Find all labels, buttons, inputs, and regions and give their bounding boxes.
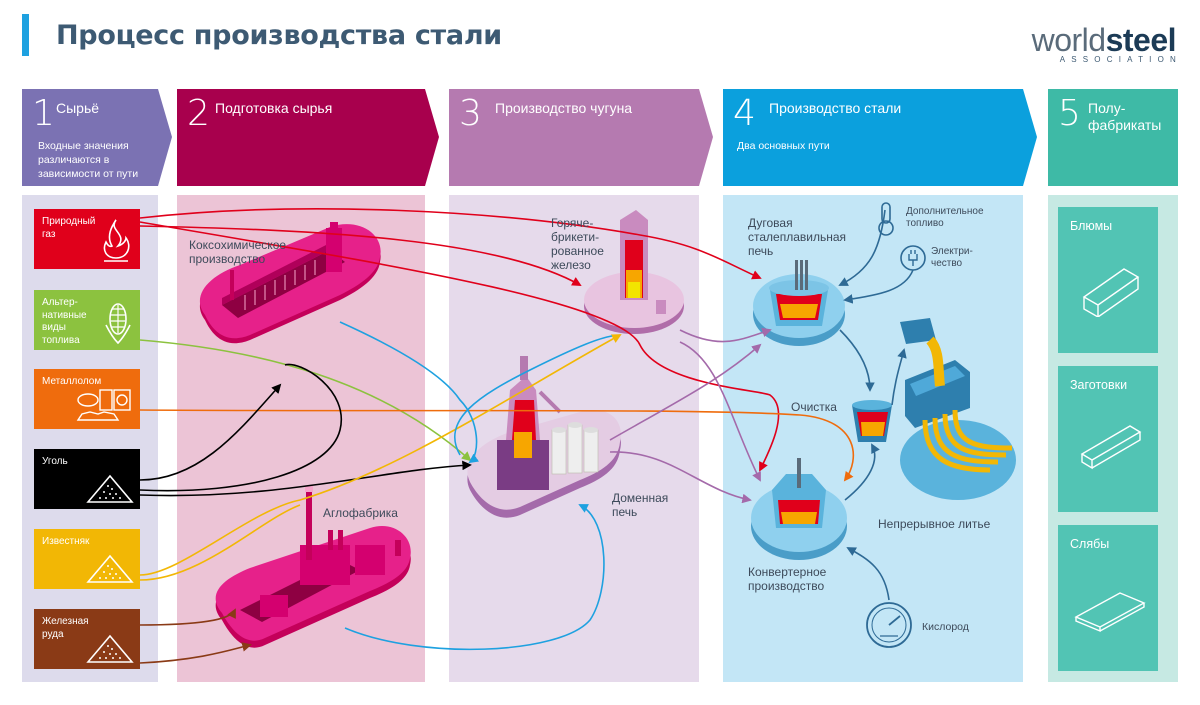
raw-scrap: Металлолом — [34, 369, 140, 429]
stage-label: Производство стали — [769, 100, 902, 116]
raw-label: Железная руда — [42, 616, 89, 640]
raw-label: Металлолом — [42, 376, 102, 387]
bof-illustration — [751, 458, 847, 560]
product-label: Блюмы — [1070, 219, 1113, 233]
stage-number: 2 — [187, 93, 210, 134]
sinter-plant-illustration — [215, 486, 411, 648]
stage-label: Сырьё — [56, 100, 100, 116]
billet-icon — [1080, 425, 1142, 470]
product-blooms: Блюмы — [1058, 207, 1158, 353]
stage-subtitle: Входные значения различаются в зависимос… — [38, 140, 139, 180]
stage-header-1: 1 Сырьё Входные значения различаются в з… — [22, 89, 172, 186]
stage-header-4: 4 Производство стали Два основных пути — [723, 89, 1037, 186]
title-accent-bar — [22, 14, 29, 56]
dri-label: Горяче-брикети-рованное железо — [551, 216, 604, 272]
stage-label: Подготовка сырья — [215, 100, 333, 116]
raw-alt-fuel: Альтер-нативные виды топлива — [34, 290, 140, 350]
raw-label: Уголь — [42, 456, 68, 467]
ore-pile-icon — [86, 634, 134, 663]
refining-label: Очистка — [791, 400, 837, 414]
refining-ladle-illustration — [852, 400, 892, 442]
extra-fuel-label: Дополнительное топливо — [906, 206, 984, 229]
dri-plant-illustration — [584, 210, 684, 334]
blast-furnace-label: Доменная печь — [612, 491, 669, 519]
stage-label: Производство чугуна — [495, 100, 633, 116]
logo-world: world — [1031, 22, 1106, 58]
stage-number: 3 — [459, 93, 482, 134]
bof-label: Конвертерное производство — [748, 565, 827, 593]
electricity-plug-icon — [900, 245, 926, 271]
product-slabs: Слябы — [1058, 525, 1158, 671]
worldsteel-logo: worldsteel ASSOCIATION — [1031, 22, 1177, 64]
extra-fuel-thermometer-icon — [878, 202, 894, 236]
coal-pile-icon — [86, 474, 134, 503]
raw-iron-ore: Железная руда — [34, 609, 140, 669]
casting-label: Непрерывное литье — [878, 517, 991, 531]
sinter-label: Аглофабрика — [323, 506, 398, 520]
corn-icon — [105, 303, 131, 345]
page-title: Процесс производства стали — [56, 20, 502, 51]
continuous-casting-illustration — [900, 318, 1016, 500]
limestone-pile-icon — [86, 554, 134, 583]
eaf-label: Дуговая сталеплавильная печь — [748, 216, 847, 258]
raw-label: Природный газ — [42, 216, 96, 240]
flow-lines — [139, 208, 914, 664]
raw-coal: Уголь — [34, 449, 140, 509]
slab-icon — [1074, 592, 1146, 633]
logo-steel: steel — [1105, 22, 1177, 58]
stage-number: 5 — [1058, 93, 1081, 134]
stage-header-3: 3 Производство чугуна — [449, 89, 713, 186]
oxygen-gauge-icon — [866, 602, 912, 648]
product-label: Заготовки — [1070, 378, 1128, 392]
electricity-label: Электри-чество — [931, 246, 973, 269]
raw-natural-gas: Природный газ — [34, 209, 140, 269]
scrap-icon — [76, 389, 131, 421]
product-label: Слябы — [1070, 537, 1110, 551]
coke-label: Коксохимическое производство — [189, 238, 287, 266]
logo-association: ASSOCIATION — [1059, 55, 1182, 64]
raw-label: Известняк — [42, 536, 90, 547]
product-billets: Заготовки — [1058, 366, 1158, 512]
stage-number: 1 — [32, 93, 55, 134]
flame-icon — [103, 219, 130, 262]
stage-header-2: 2 Подготовка сырья — [177, 89, 439, 186]
stage-header-5: 5 Полу-фабрикаты — [1048, 89, 1178, 186]
raw-limestone: Известняк — [34, 529, 140, 589]
stage-number: 4 — [733, 93, 756, 134]
bloom-icon — [1082, 268, 1140, 317]
coke-oven-illustration — [199, 222, 381, 344]
column-raw-materials — [22, 195, 158, 682]
oxygen-label: Кислород — [922, 621, 969, 633]
raw-label: Альтер-нативные виды топлива — [42, 297, 87, 346]
eaf-illustration — [753, 260, 845, 346]
blast-furnace-illustration — [467, 356, 621, 518]
stage-subtitle: Два основных пути — [737, 140, 830, 152]
stage-label: Полу-фабрикаты — [1088, 100, 1162, 133]
